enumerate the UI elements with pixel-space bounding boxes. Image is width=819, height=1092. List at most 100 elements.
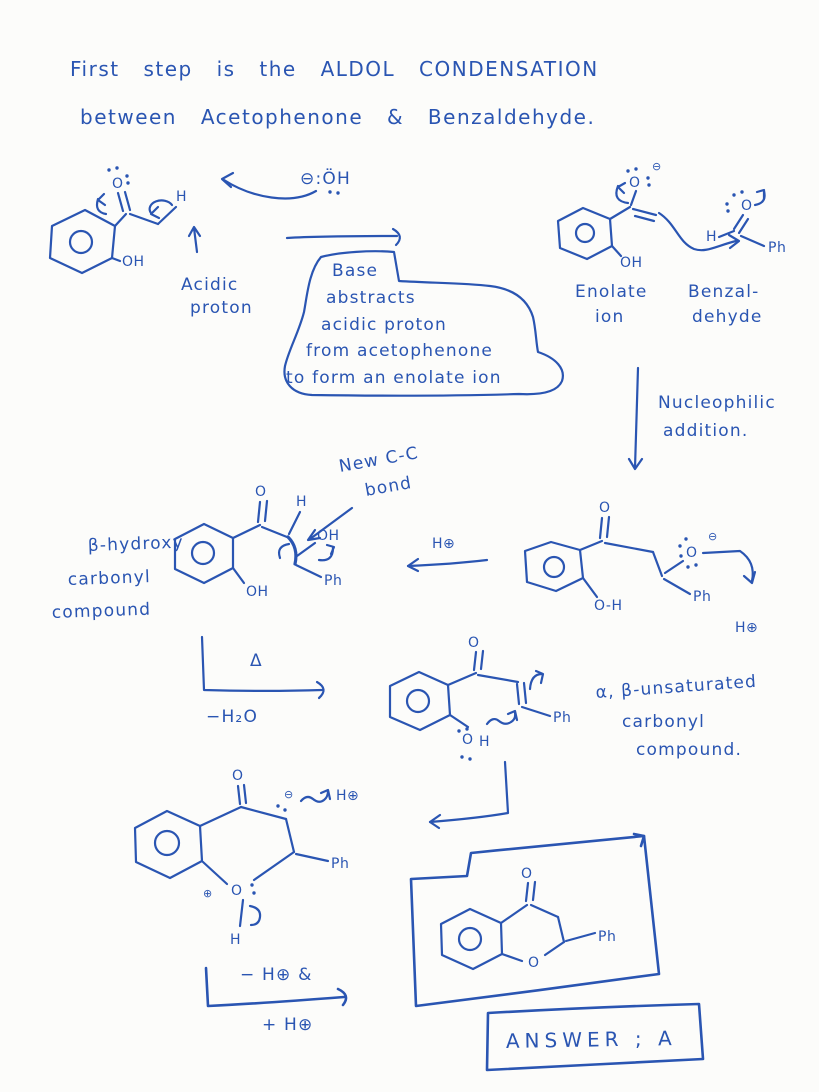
up-arrow: [187, 225, 202, 254]
carbonyl-oxygen-label: O: [232, 768, 244, 784]
alkene-double-bond: [515, 681, 528, 706]
phenol-label: O-H: [594, 598, 623, 614]
hydrogen-label: H: [296, 494, 307, 510]
base-note-line3: acidic proton: [321, 315, 447, 335]
bond: [156, 205, 178, 226]
annotation-arrow-head: [306, 528, 322, 542]
alkoxide-oxygen-label: O: [686, 545, 698, 561]
title: First step is the ALDOL CONDENSATION bet…: [70, 57, 599, 129]
bond: [252, 850, 296, 882]
carbonyl-double-bond: [116, 190, 132, 213]
bond: [295, 541, 317, 558]
alpha-beta-label-2: carbonyl: [622, 712, 705, 732]
bond: [500, 952, 524, 963]
curved-arrow-head: [96, 192, 107, 207]
bond: [543, 940, 566, 957]
carbonyl-double-bond: [256, 499, 269, 524]
carbonyl-oxygen-label: O: [599, 500, 611, 516]
bond: [294, 852, 330, 863]
bond: [578, 539, 604, 552]
arrow-head: [406, 557, 420, 573]
bond: [608, 205, 632, 221]
arrow-head: [627, 457, 644, 471]
annotation-arrow: [308, 506, 354, 541]
protonation-arrow: H⊕: [406, 536, 489, 573]
phenyl-label: Ph: [768, 240, 786, 256]
bond: [476, 673, 520, 684]
cyclization-arrow: [428, 760, 510, 830]
curved-arrow-head: [220, 171, 235, 189]
phenol-label: OH: [246, 584, 269, 600]
phenyl-label: Ph: [598, 929, 616, 945]
phenyl-label: Ph: [324, 573, 342, 589]
aromatic-circle: [153, 829, 181, 857]
bond: [448, 713, 470, 729]
nucleophilic-label-1: Nucleophilic: [658, 393, 776, 413]
alkene-double-bond: [631, 207, 658, 223]
box-outline: [409, 834, 661, 1008]
curved-arrow: [248, 904, 262, 927]
bond: [239, 805, 288, 821]
curved-arrow: [277, 542, 291, 560]
benzaldehyde-label-1: Benzal-: [688, 282, 760, 302]
title-line1: First step is the ALDOL CONDENSATION: [70, 57, 599, 81]
base-note-line4: from acetophenone: [306, 341, 493, 361]
squiggle-arrow-head: [319, 788, 332, 801]
beta-label-1: β-hydroxy: [87, 533, 184, 556]
bond: [556, 915, 566, 944]
acidic-proton-label-2: proton: [190, 298, 253, 318]
bond: [564, 931, 597, 943]
curved-arrow-head: [742, 570, 757, 585]
curved-arrow: [95, 197, 108, 216]
alpha-beta-label-1: α, β-unsaturated: [595, 672, 758, 703]
new-cc-label-1: New C-C: [337, 443, 420, 477]
negative-charge: ⊖: [284, 788, 293, 801]
benzene-ring: [556, 206, 614, 261]
curved-arrow: [222, 178, 318, 200]
enone-structure: O Ph O H: [388, 635, 571, 761]
arrow-head: [428, 813, 442, 830]
bond: [128, 212, 160, 226]
box-corner-arrow-head: [632, 832, 646, 848]
bond: [201, 860, 229, 886]
new-cc-bond: [286, 535, 298, 566]
bond: [739, 234, 766, 248]
aromatic-circle: [405, 688, 431, 714]
positive-charge: ⊕: [203, 887, 212, 900]
bond: [446, 671, 478, 687]
carbonyl-double-bond: [472, 649, 485, 672]
bond: [260, 525, 289, 539]
bond: [603, 541, 655, 554]
aromatic-circle: [542, 555, 566, 579]
bond: [294, 563, 323, 579]
benzene-ring: [133, 809, 204, 880]
benzaldehyde-structure: H O Ph Benzal- dehyde: [688, 188, 786, 327]
squiggle-arrow-head: [506, 709, 519, 722]
carbonyl-oxygen-label: O: [112, 176, 124, 192]
answer-box: ANSWER ; A: [485, 1002, 705, 1072]
hydroxide-ion: ⊖:ÖH: [220, 167, 350, 200]
curved-arrow-head: [616, 181, 627, 195]
ring-oxygen-label: O: [231, 883, 243, 899]
bond: [499, 903, 529, 925]
squiggle-arrow: [485, 711, 517, 726]
plus-h-label: + H⊕: [262, 1015, 313, 1035]
bond: [110, 256, 122, 263]
title-line2: between Acetophenone & Benzaldehyde.: [80, 105, 595, 129]
bond: [113, 212, 128, 228]
bond: [651, 550, 664, 578]
curved-arrow-head: [149, 205, 161, 220]
carbonyl-double-bond: [598, 515, 611, 540]
curved-arrow: [148, 199, 174, 215]
bond: [231, 566, 246, 585]
bond: [663, 559, 685, 575]
dehydration-arrow: Δ −H₂O: [200, 635, 325, 727]
bond: [529, 903, 560, 919]
proton-label: H⊕: [432, 536, 455, 552]
acetophenone-structure: OH O H Acidic proton: [48, 166, 253, 318]
oxygen-hydrogen-label: H: [230, 932, 241, 948]
bond: [287, 510, 302, 536]
minus-h-label: − H⊕ &: [240, 965, 313, 985]
